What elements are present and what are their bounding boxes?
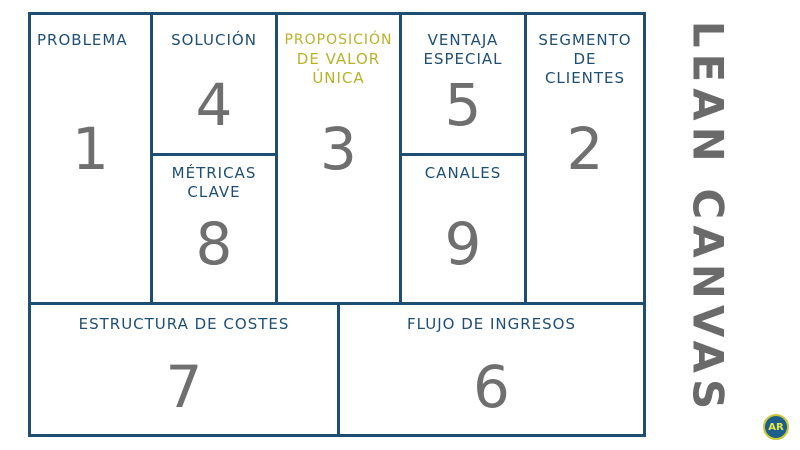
block-propuesta-valor: PROPOSICIÓN DE VALOR ÚNICA 3 <box>278 15 402 302</box>
lean-canvas-side-title: LEAN CANVAS <box>684 18 733 418</box>
block-segmento-number: 2 <box>566 115 604 183</box>
block-propuesta-number: 3 <box>320 115 357 183</box>
ar-logo-icon: AR <box>763 414 789 440</box>
block-metricas-title-line2: CLAVE <box>187 183 241 201</box>
block-problema-title: PROBLEMA <box>37 31 128 49</box>
block-propuesta-title-line2: DE VALOR <box>296 50 381 68</box>
block-flujo-ingresos: FLUJO DE INGRESOS 6 <box>340 302 643 434</box>
side-title-text: LEAN CANVAS <box>683 20 733 416</box>
block-propuesta-title-line1: PROPOSICIÓN <box>284 32 393 48</box>
block-metricas-clave: MÉTRICAS CLAVE 8 <box>153 156 278 302</box>
block-ingresos-number: 6 <box>473 353 510 421</box>
logo-text: AR <box>768 421 784 433</box>
block-costes-number: 7 <box>165 353 203 421</box>
block-estructura-costes: ESTRUCTURA DE COSTES 7 <box>31 302 340 434</box>
block-solucion-number: 4 <box>195 71 233 139</box>
block-metricas-title-line1: MÉTRICAS <box>171 164 257 182</box>
block-ventaja-especial: VENTAJA ESPECIAL 5 <box>402 15 527 156</box>
block-ventaja-title-line1: VENTAJA <box>427 31 499 49</box>
block-costes-title: ESTRUCTURA DE COSTES <box>78 315 290 333</box>
block-ventaja-number: 5 <box>444 71 482 139</box>
block-segmento-title-line2: DE <box>573 50 597 68</box>
block-canales: CANALES 9 <box>402 156 527 302</box>
block-segmento-clientes: SEGMENTO DE CLIENTES 2 <box>527 15 643 302</box>
block-problema: PROBLEMA 1 <box>31 15 153 302</box>
block-canales-title: CANALES <box>424 164 502 182</box>
block-segmento-title-line1: SEGMENTO <box>538 31 632 49</box>
block-solucion-title: SOLUCIÓN <box>171 31 257 49</box>
lean-canvas-grid: PROBLEMA 1 SOLUCIÓN 4 MÉTRICAS CLAVE 8 P… <box>28 12 646 437</box>
block-segmento-title-line3: CLIENTES <box>544 69 626 87</box>
block-ventaja-title-line2: ESPECIAL <box>423 50 503 68</box>
block-propuesta-title-line3: ÚNICA <box>312 69 365 87</box>
block-canales-number: 9 <box>444 210 482 278</box>
block-problema-number: 1 <box>72 115 109 183</box>
block-metricas-number: 8 <box>195 210 233 278</box>
block-solucion: SOLUCIÓN 4 <box>153 15 278 156</box>
block-ingresos-title: FLUJO DE INGRESOS <box>406 315 577 333</box>
